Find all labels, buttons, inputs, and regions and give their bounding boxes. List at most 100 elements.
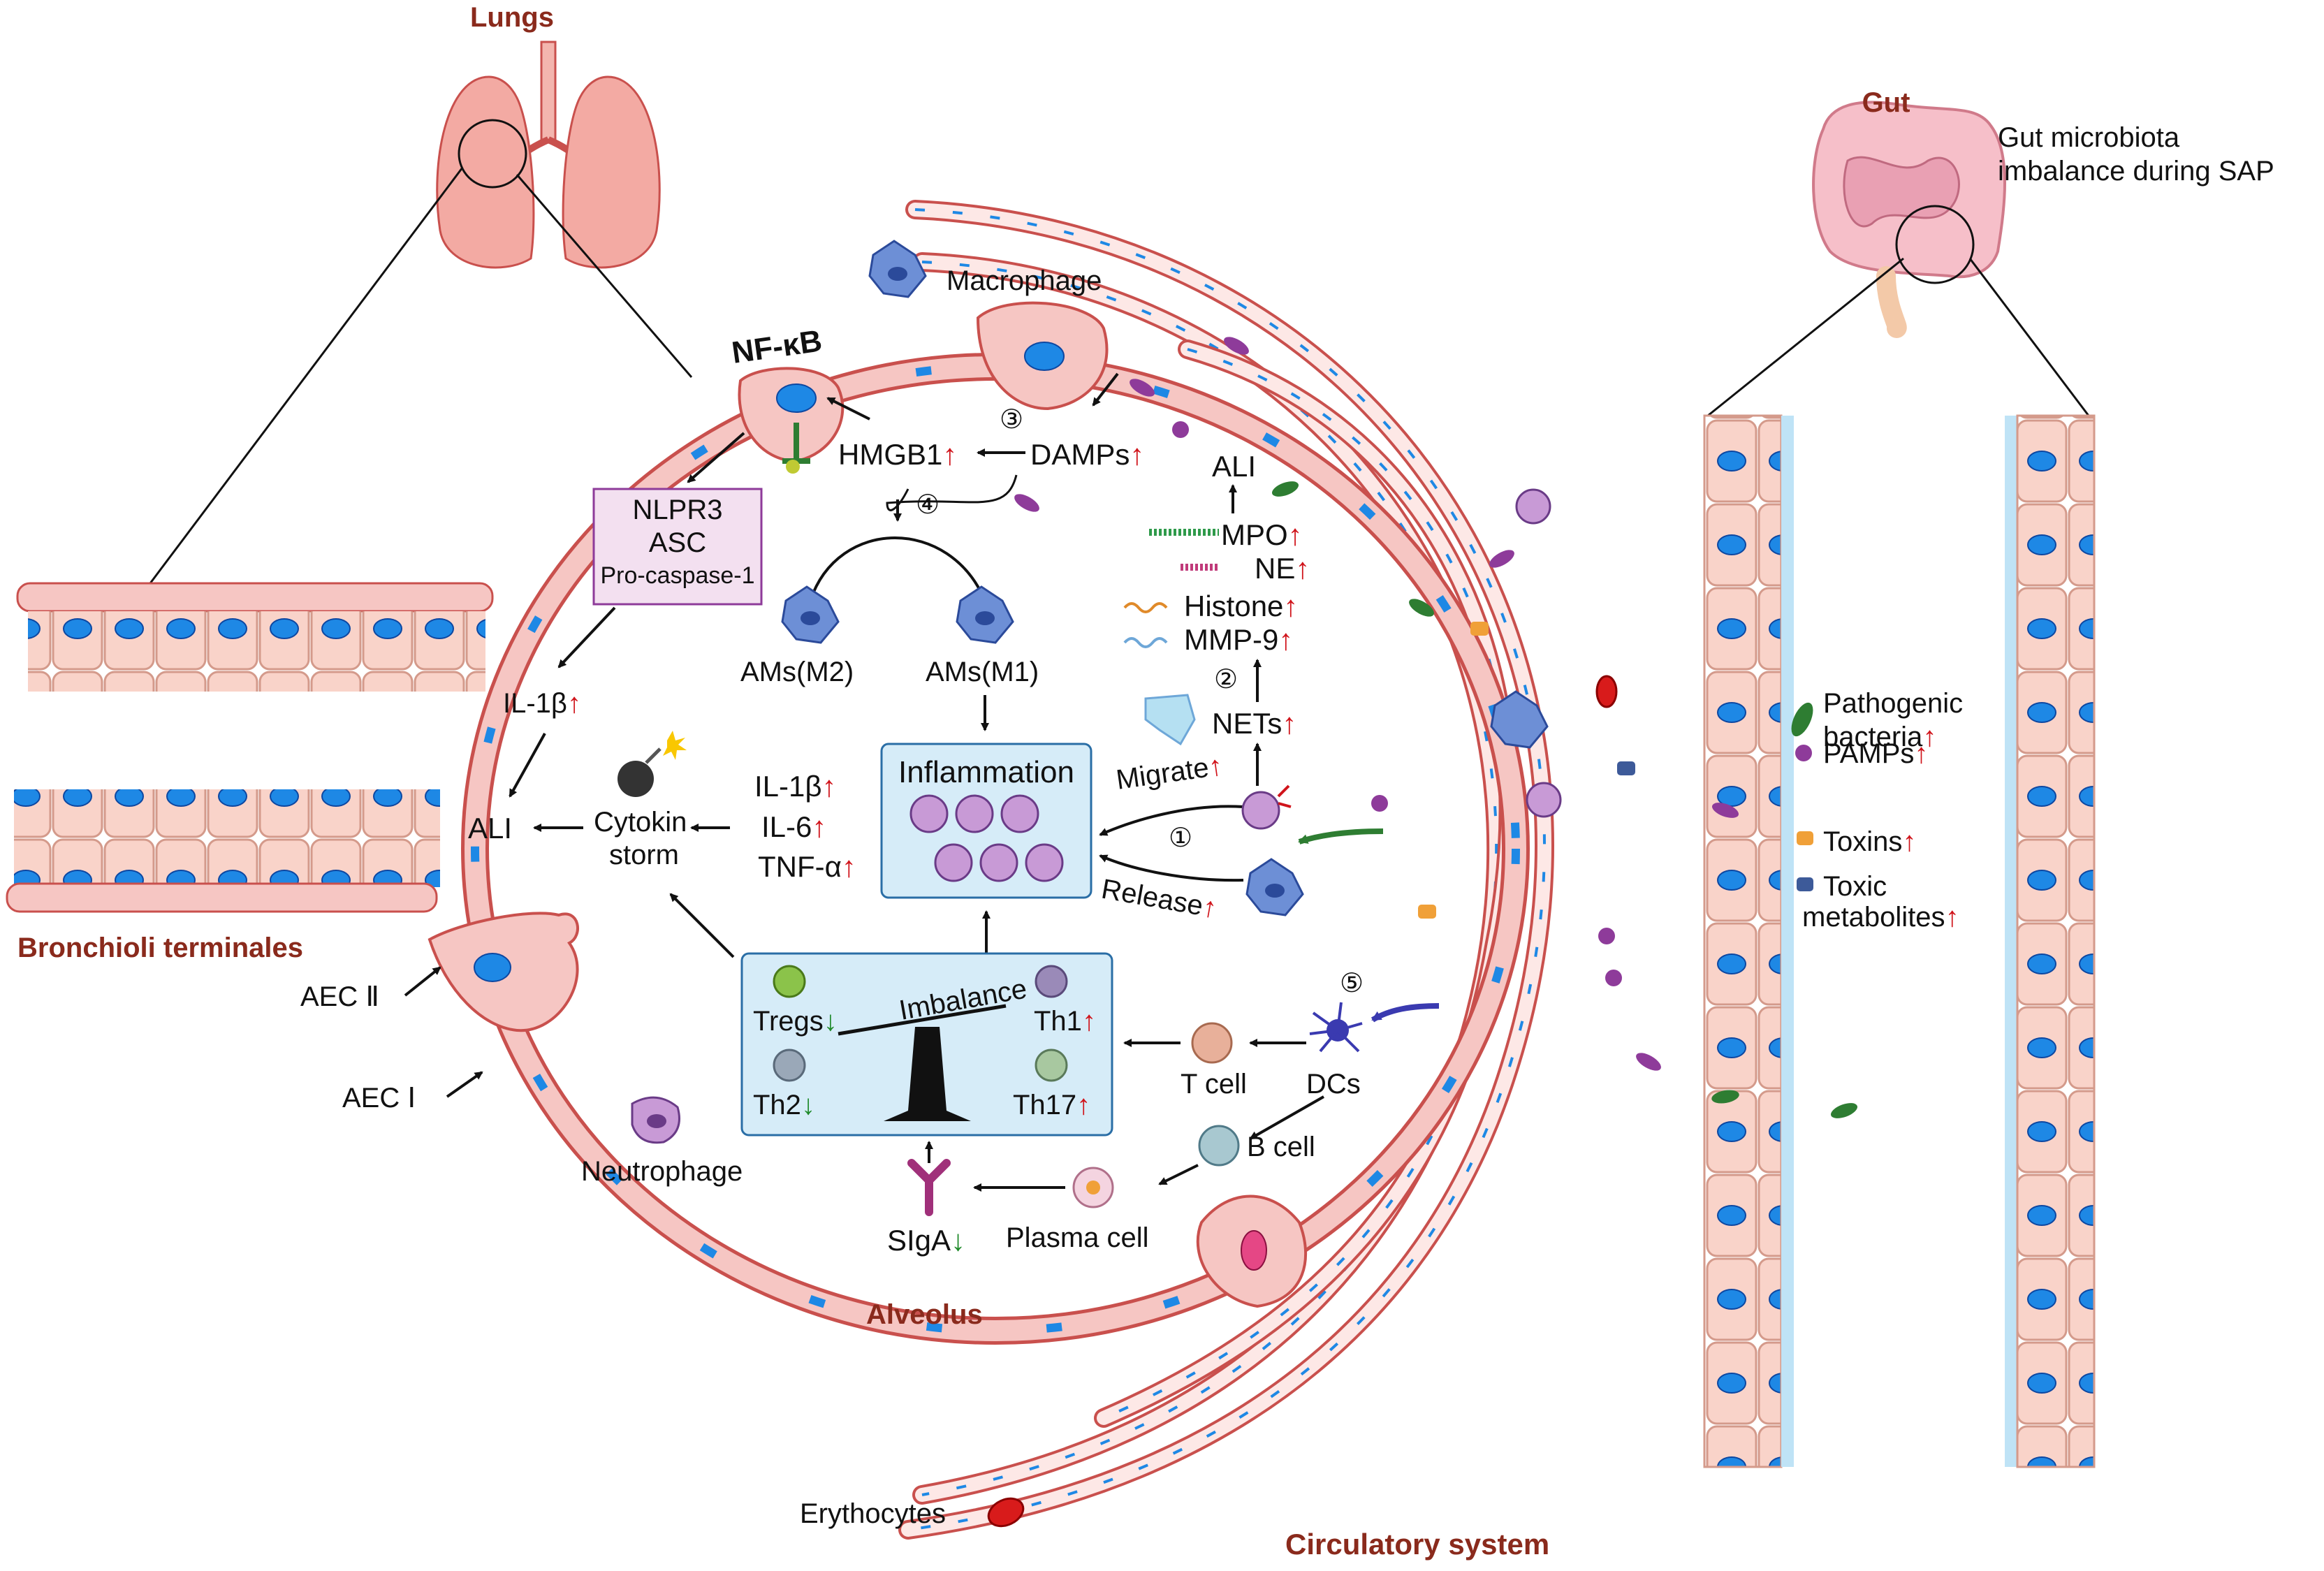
gut-illustration: [1812, 101, 2006, 338]
gut-epithelium-left: [1703, 414, 1794, 1468]
lungs-zoom-line-left: [149, 167, 464, 584]
macrophage-label: Macrophage: [947, 265, 1102, 296]
bronchioli-upper-epithelium: [16, 582, 494, 692]
green-pathogen-arrow: [1298, 828, 1384, 845]
inflammasome-box: [592, 488, 763, 606]
asc-label: ASC: [649, 527, 706, 558]
ams-m2-label: AMs(M2): [740, 657, 854, 687]
pathogenic-line2: bacteria↑: [1823, 722, 1936, 752]
dcs-to-bcell-arrow: [1249, 1095, 1324, 1140]
nfkb-label: NF-κB: [730, 323, 824, 370]
neutrophage-label: Neutrophage: [581, 1156, 743, 1187]
release-arrow: [1099, 854, 1244, 882]
step2-label: ②: [1214, 665, 1238, 694]
pamps-icon: [1795, 745, 1812, 761]
siga-icon: [907, 1159, 951, 1216]
step1-label: ①: [1169, 824, 1192, 853]
lungs-illustration: [436, 41, 661, 269]
t-cell-icon: [1191, 1022, 1233, 1064]
blood-vessels: [898, 200, 1554, 1540]
ams-m1-icon: [956, 585, 1014, 644]
storm-label: storm: [609, 840, 679, 870]
alveolus-label: Alveolus: [866, 1299, 983, 1330]
th17-label: Th17↑: [1013, 1090, 1090, 1120]
nlrp3-label: NLPR3: [633, 495, 723, 525]
nets-icon: [1144, 694, 1196, 746]
dcs-icon: [1309, 1002, 1363, 1053]
nfkb-to-inflammasome-arrow: [687, 432, 745, 483]
erythrocytes-label: Erythocytes: [800, 1498, 946, 1529]
pathogenic-bacteria-icon: [1791, 702, 1813, 737]
alveolus-bottom-cell: [1196, 1194, 1308, 1308]
bacteria-to-damps-arrow: [1092, 372, 1119, 407]
mmp9-icon: [1123, 637, 1168, 648]
aec1-label: AEC Ⅰ: [342, 1083, 416, 1113]
migrating-neutrophil-icon: [1241, 784, 1292, 830]
histone-label: Histone↑: [1184, 590, 1298, 622]
th1-label: Th1↑: [1034, 1006, 1096, 1037]
macrophage-icon: [868, 240, 927, 298]
ne-label: NE↑: [1255, 552, 1310, 585]
gut-zoom-line-right: [1968, 258, 2090, 416]
toxins-scatter-icon: [1418, 622, 1635, 919]
t-cell-label: T cell: [1181, 1069, 1247, 1099]
mmp9-label: MMP-9↑: [1184, 623, 1293, 656]
alveolus-top-cell: [976, 301, 1109, 411]
step5-label: ⑤: [1340, 969, 1364, 998]
imbalance-to-storm-arrow: [669, 893, 735, 958]
pathogenic-line1: Pathogenic: [1823, 688, 1963, 719]
lungs-zoom-line-right: [516, 174, 693, 378]
hmgb1-label: HMGB1↑: [838, 438, 957, 471]
ams-m2-icon: [781, 585, 840, 644]
inflammation-label: Inflammation: [898, 755, 1074, 789]
release-label: Release↑: [1099, 874, 1219, 924]
histone-icon: [1123, 602, 1168, 613]
bacteria-icon: [1014, 337, 1858, 1118]
bronchioli-lower-epithelium: [6, 789, 440, 913]
procaspase-label: Pro-caspase-1: [600, 562, 754, 589]
siga-label: SIgA↓: [887, 1224, 965, 1257]
cytokin-label: Cytokin: [594, 807, 687, 838]
aec2-cell: [427, 912, 579, 1032]
bomb-icon: [617, 731, 687, 797]
b-cell-icon: [1198, 1125, 1240, 1167]
toxins-label: Toxins↑: [1823, 826, 1916, 857]
lungs-label: Lungs: [470, 2, 554, 33]
th17-icon: [1035, 1048, 1068, 1082]
blue-pathogen-arrow: [1371, 1003, 1440, 1023]
hmgb1-to-nfkb-arrow: [826, 397, 870, 421]
toxins-icon: [1797, 831, 1813, 845]
neutrophage-icon: [631, 1096, 680, 1144]
toxic-line1: Toxic: [1823, 871, 1887, 902]
ams-m1-label: AMs(M1): [926, 657, 1039, 687]
nfkb-cell: [738, 367, 845, 474]
erythrocyte-icon: [987, 1497, 1025, 1528]
erythrocyte-icon: [1595, 675, 1618, 708]
aec2-pointer: [404, 966, 441, 997]
tregs-icon: [773, 965, 806, 998]
pamps-scatter-icon: [1172, 421, 1622, 986]
ali-left-label: ALI: [468, 812, 512, 845]
th2-label: Th2↓: [753, 1090, 815, 1120]
inflammation-neutrophils: [909, 794, 1064, 882]
nets-label: NETs↑: [1212, 707, 1296, 740]
th2-icon: [773, 1048, 806, 1082]
inflammasome-to-il1b-arrow: [557, 606, 616, 668]
il1b-to-ali-arrow: [509, 733, 546, 798]
blood-neutrophil-icon: [1515, 488, 1562, 818]
aec1-pointer: [446, 1071, 483, 1098]
migrate-label: Migrate↑: [1114, 750, 1225, 796]
gut-caption-line2: imbalance during SAP: [1998, 156, 2274, 187]
toxic-line2: metabolites↑: [1802, 902, 1959, 933]
mpo-label: MPO↑: [1221, 518, 1303, 551]
toxic-metabolites-icon: [1797, 877, 1813, 891]
tregs-label: Tregs↓: [753, 1006, 838, 1037]
b-cell-label: B cell: [1247, 1132, 1315, 1162]
gut-zoom-line-left: [1707, 257, 1904, 417]
il1b-label: IL-1β↑: [754, 770, 837, 803]
plasma-cell-icon: [1072, 1167, 1114, 1208]
gut-epithelium-right: [2005, 414, 2096, 1468]
ali-top-label: ALI: [1212, 450, 1256, 483]
bcell-to-plasma-arrow: [1158, 1164, 1199, 1185]
